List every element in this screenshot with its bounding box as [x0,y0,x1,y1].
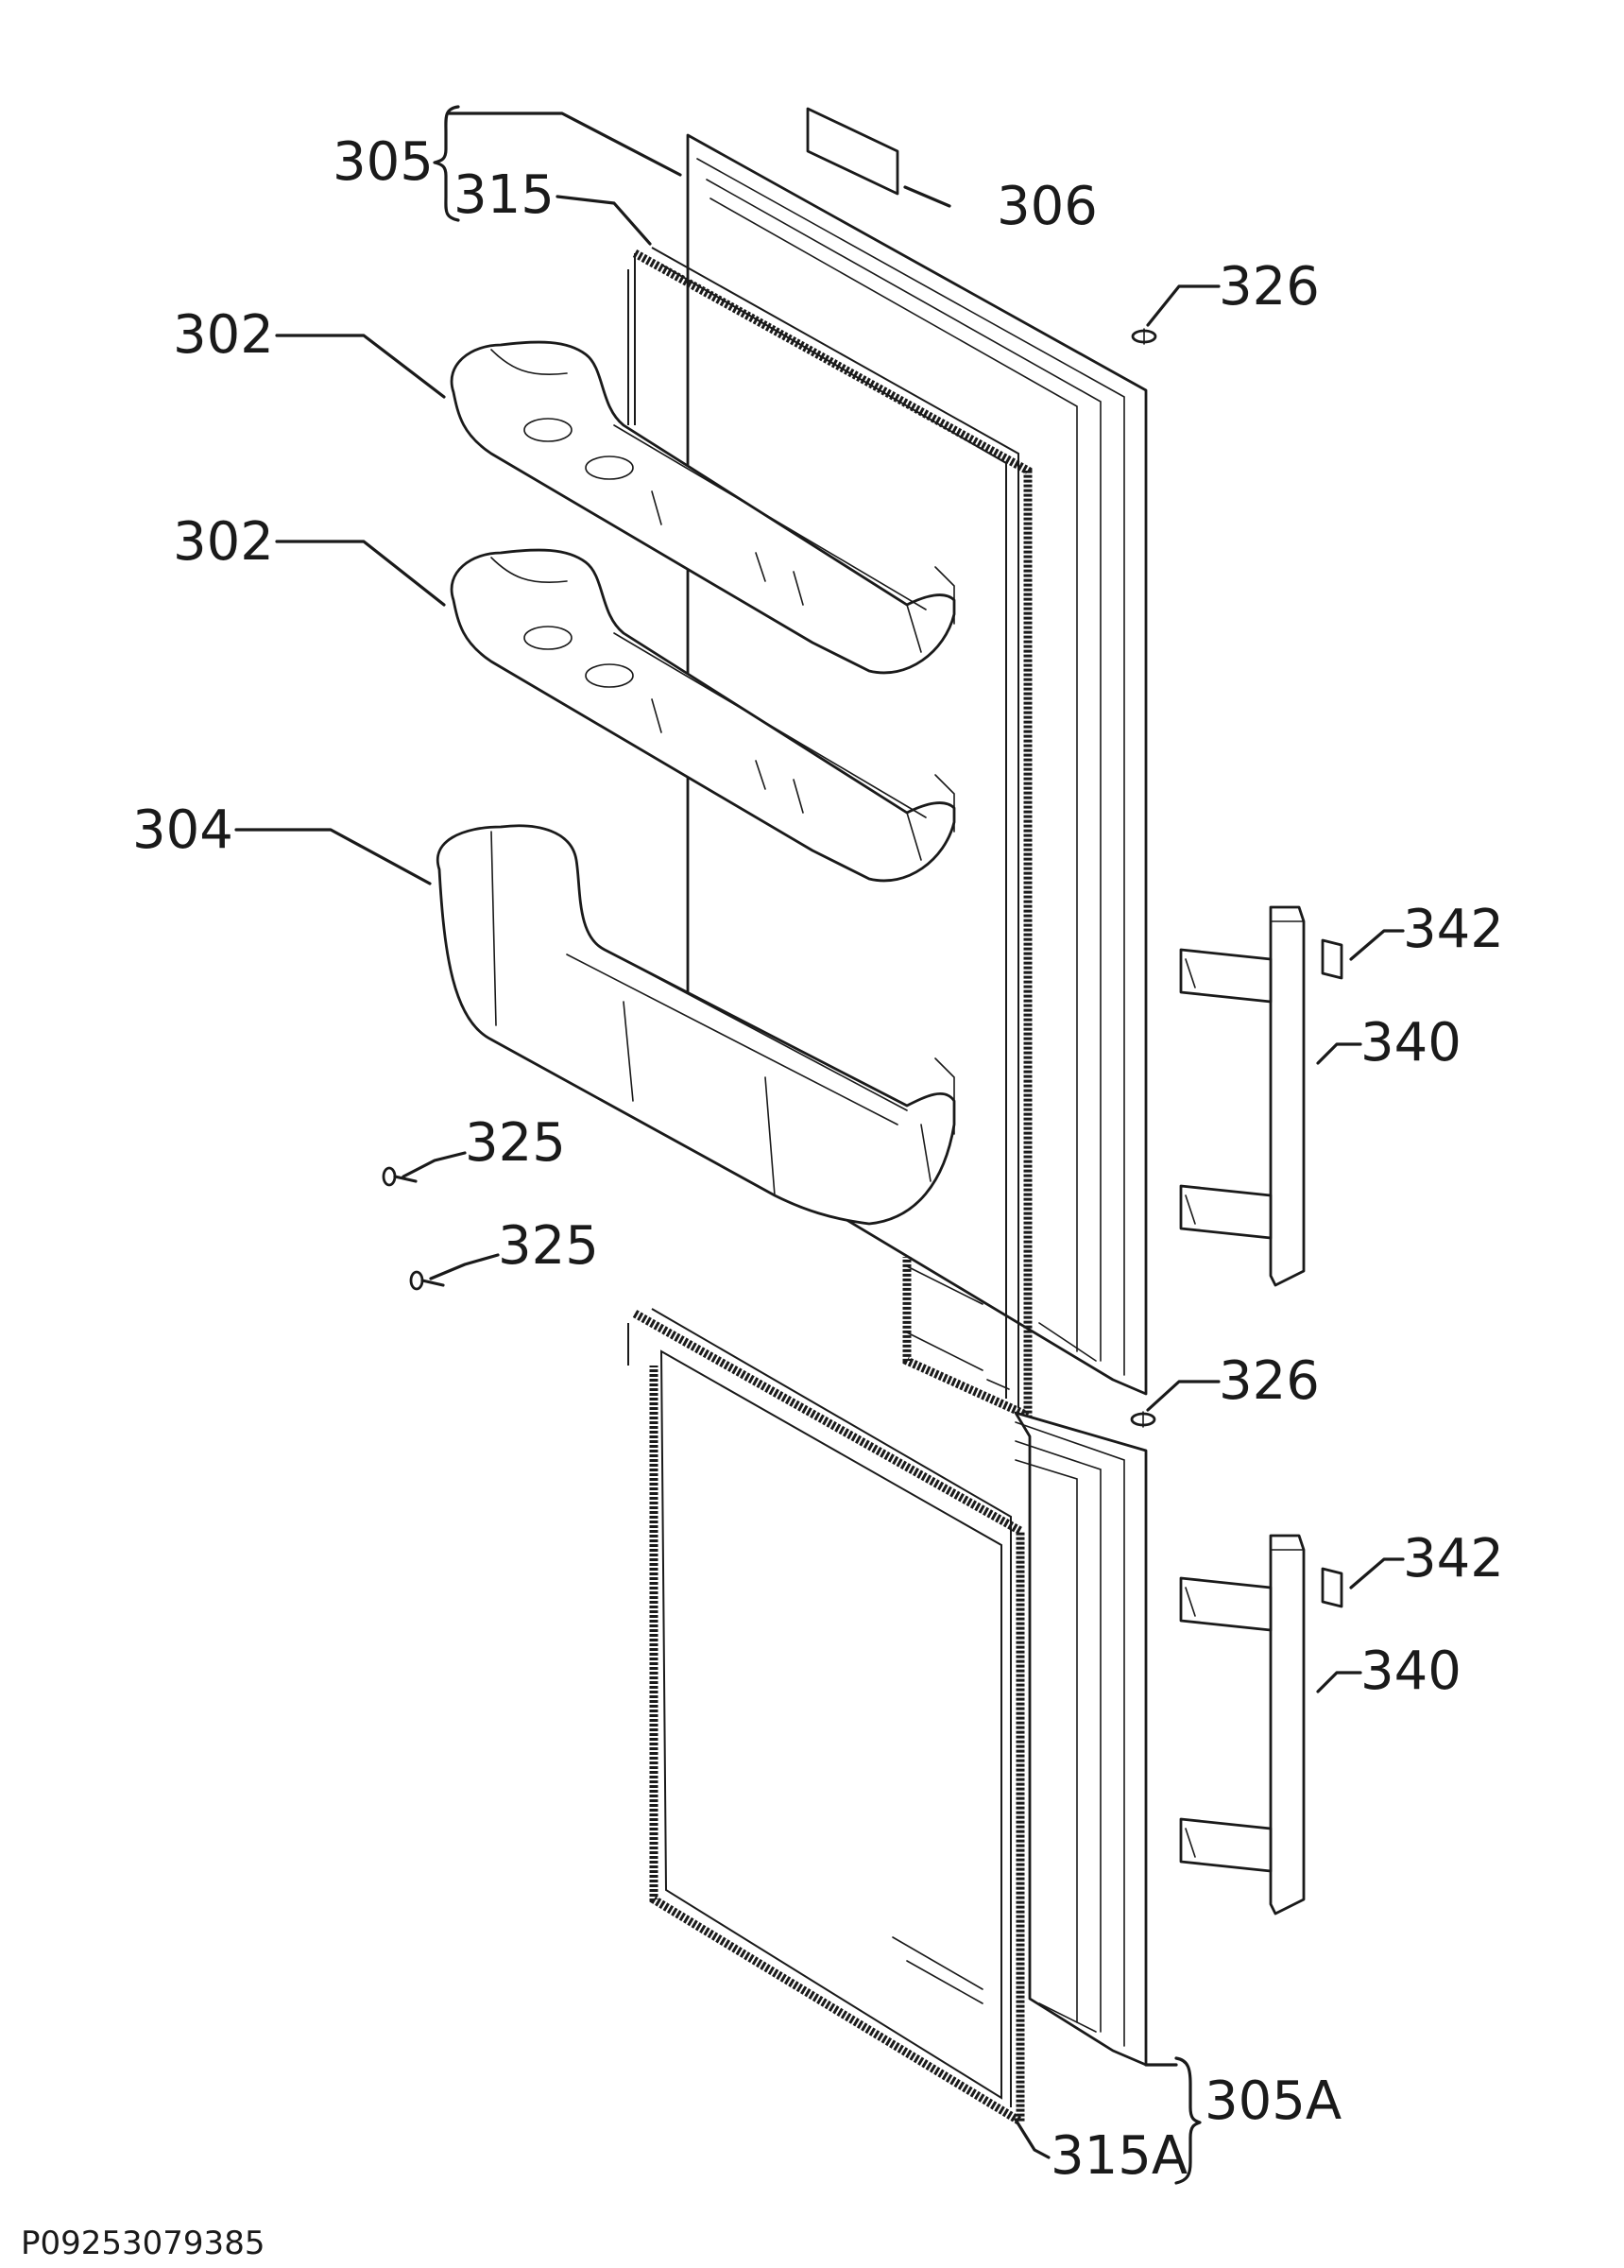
leader-lines [234,105,1405,2185]
label-302-second: 302 [173,511,274,573]
label-342-bottom: 342 [1403,1528,1504,1589]
label-306: 306 [997,176,1098,237]
label-302-first: 302 [173,304,274,366]
screw-2-part [409,1270,445,1291]
rating-label-plate [806,107,899,196]
callout-labels: 305 315 306 326 302 302 304 342 340 325 … [21,131,1504,2262]
hinge-bush-top-part [1131,328,1157,345]
bottle-shelf-part [436,824,956,1226]
handle-top-part [1179,905,1306,1287]
document-number: P09253079385 [21,2225,265,2262]
label-325-first: 325 [465,1112,566,1174]
label-325-second: 325 [498,1215,599,1277]
screw-1-part [382,1166,418,1187]
label-340-bottom: 340 [1360,1641,1462,1702]
label-315A: 315A [1051,2125,1188,2187]
label-342-top: 342 [1403,899,1504,960]
lower-outer-door [1014,1411,1148,2067]
label-304: 304 [132,799,233,861]
handle-cap-top-part [1321,938,1343,980]
label-305A: 305A [1205,2070,1342,2132]
door-shelf-1-part [450,340,956,675]
label-326-bottom: 326 [1219,1350,1320,1412]
lower-door-gasket [627,1308,1025,2129]
hinge-bush-bottom-part [1130,1411,1156,1428]
door-shelf-2-part [450,548,956,883]
label-315: 315 [453,164,555,226]
handle-bottom-part [1179,1534,1306,1916]
label-326-top: 326 [1219,256,1320,318]
handle-cap-bottom-part [1321,1567,1343,1608]
label-305: 305 [333,131,434,193]
label-340-top: 340 [1360,1012,1462,1074]
